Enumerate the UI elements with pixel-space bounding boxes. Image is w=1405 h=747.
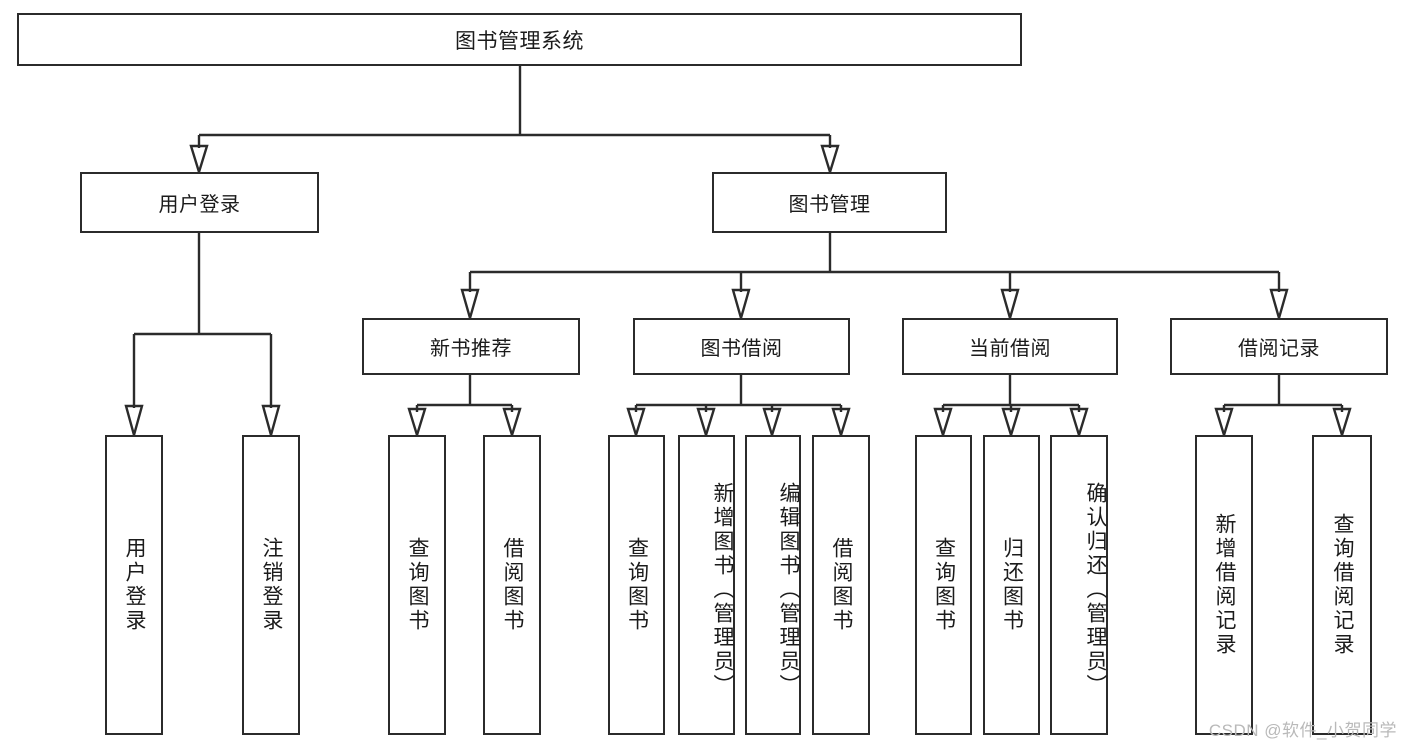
leaf-user-login-logout[interactable]: 注销登录 [242, 435, 300, 735]
leaf-book-borrow-borrow[interactable]: 借阅图书 [812, 435, 870, 735]
leaf-current-borrow-confirm-admin[interactable]: 确认归还（管理员） [1050, 435, 1108, 735]
node-borrow-record[interactable]: 借阅记录 [1170, 318, 1388, 375]
leaf-current-borrow-return[interactable]: 归还图书 [983, 435, 1040, 735]
node-current-borrow[interactable]: 当前借阅 [902, 318, 1118, 375]
leaf-current-borrow-query[interactable]: 查询图书 [915, 435, 972, 735]
node-book-management[interactable]: 图书管理 [712, 172, 947, 233]
leaf-user-login-login[interactable]: 用户登录 [105, 435, 163, 735]
node-root-system[interactable]: 图书管理系统 [17, 13, 1022, 66]
leaf-borrow-record-query[interactable]: 查询借阅记录 [1312, 435, 1372, 735]
node-new-book-recommend[interactable]: 新书推荐 [362, 318, 580, 375]
leaf-book-borrow-edit-admin[interactable]: 编辑图书（管理员） [745, 435, 801, 735]
leaf-borrow-record-add[interactable]: 新增借阅记录 [1195, 435, 1253, 735]
node-user-login[interactable]: 用户登录 [80, 172, 319, 233]
leaf-book-borrow-query[interactable]: 查询图书 [608, 435, 665, 735]
leaf-new-book-borrow[interactable]: 借阅图书 [483, 435, 541, 735]
leaf-book-borrow-add-admin[interactable]: 新增图书（管理员） [678, 435, 735, 735]
watermark: CSDN @软件_小贺同学 [1208, 721, 1397, 740]
node-book-borrow[interactable]: 图书借阅 [633, 318, 850, 375]
leaf-new-book-query[interactable]: 查询图书 [388, 435, 446, 735]
